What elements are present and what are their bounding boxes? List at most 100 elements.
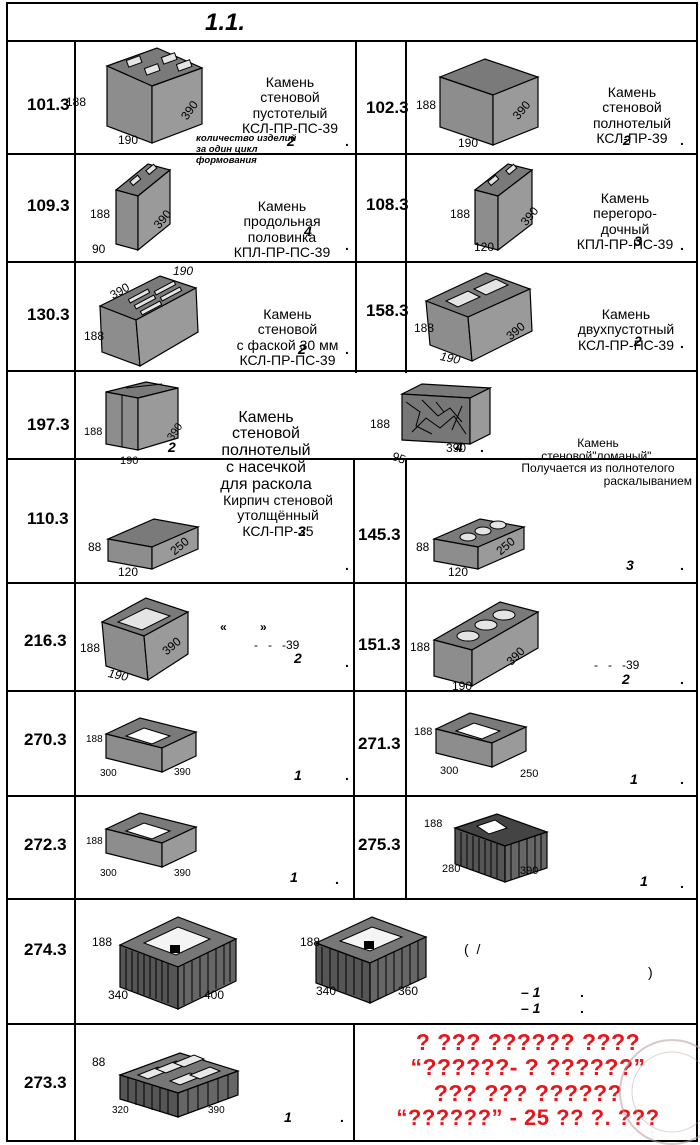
quantity-per-cycle: 2	[168, 439, 176, 455]
dim-height: 188	[84, 426, 103, 438]
dim-height: 188	[90, 207, 111, 221]
block-three-hollow-drawing	[432, 601, 540, 688]
quantity-per-cycle: 2	[287, 133, 295, 149]
dim-height: 188	[92, 935, 113, 949]
dim-length: 390	[446, 441, 467, 455]
quantity-per-cycle: 2	[623, 132, 631, 148]
dot: .	[680, 671, 684, 687]
dim-height: 188	[424, 818, 443, 830]
dot: .	[680, 335, 684, 351]
dim-width: 300	[100, 768, 117, 779]
dim-width: 120	[118, 565, 139, 579]
product-name-quoted: « »	[220, 620, 267, 634]
quantity-per-cycle: 1	[640, 873, 648, 889]
dim-height: 188	[414, 726, 433, 738]
dot: .	[340, 1109, 344, 1125]
dim-height: 88	[92, 1055, 106, 1069]
dim-length: 390	[520, 865, 539, 877]
dot: .	[680, 237, 684, 253]
dot: .	[680, 557, 684, 573]
quantity-per-cycle: 2	[622, 671, 630, 687]
dim-height: 188	[300, 935, 321, 949]
half-divider	[355, 40, 357, 373]
product-code: 102.3	[366, 98, 409, 117]
half-divider	[353, 1023, 355, 1142]
code-column-divider	[74, 370, 76, 460]
product-name-code: - - -39	[594, 658, 640, 672]
quantity-per-cycle: 1	[294, 767, 302, 783]
dim-width: 90	[92, 242, 106, 256]
u-block-drawing	[104, 717, 198, 773]
u-block-drawing	[434, 712, 528, 768]
block-notched-drawing	[105, 381, 179, 451]
block-two-hollow-drawing	[424, 272, 533, 362]
dot: .	[345, 767, 349, 783]
quantity-per-cycle: 1	[290, 869, 298, 885]
brick-thick-drawing	[105, 518, 201, 570]
paren-close: )	[648, 964, 653, 980]
product-code: 130.3	[27, 305, 70, 324]
block-lintel-drawing	[100, 597, 190, 682]
dim-length: 390	[174, 868, 191, 879]
round-seal	[619, 1039, 700, 1145]
dim-height: 88	[416, 540, 430, 554]
corrugated-block-drawing	[453, 813, 549, 883]
row-divider	[6, 261, 698, 263]
dot: .	[480, 439, 484, 455]
paren-open: ( /	[464, 941, 481, 957]
row-divider	[6, 795, 698, 797]
dim-width: 190	[458, 136, 479, 150]
dim-height: 188	[450, 207, 471, 221]
product-code: 216.3	[24, 631, 67, 650]
u-block-drawing	[104, 812, 198, 868]
quantity-per-cycle: 1	[284, 1109, 292, 1125]
product-name-code: - - -39	[254, 638, 300, 652]
product-code: 145.3	[358, 525, 401, 544]
dim-length: 250	[520, 768, 539, 780]
quantity-per-cycle: – 1	[521, 1000, 541, 1016]
product-code: 108.3	[366, 195, 409, 214]
block-solid-drawing	[438, 58, 540, 146]
dim-height: 188	[86, 836, 103, 847]
brick-holed-drawing	[431, 518, 527, 570]
dim-height: 188	[84, 329, 105, 343]
dot: .	[345, 237, 349, 253]
quantity-per-cycle: 1	[630, 771, 638, 787]
dim-width: 300	[100, 868, 117, 879]
quantity-per-cycle: 2	[634, 333, 642, 349]
code-column-divider	[74, 458, 76, 1025]
product-code: 275.3	[358, 835, 401, 854]
block-chamfer-drawing	[98, 275, 199, 367]
dot: .	[680, 771, 684, 787]
dot: .	[345, 557, 349, 573]
product-code: 109.3	[27, 196, 70, 215]
dim-length: 390	[208, 1105, 225, 1116]
paving-block-drawing	[118, 1052, 240, 1118]
dim-height: 188	[370, 417, 391, 431]
product-code: 270.3	[24, 730, 67, 749]
product-code: 110.3	[27, 509, 69, 528]
dot: .	[580, 1000, 584, 1016]
product-code: 197.3	[27, 415, 70, 434]
dim-width: 300	[440, 765, 459, 777]
dot: .	[580, 984, 584, 1000]
dim-length: 360	[398, 984, 419, 998]
dim-width: 340	[108, 988, 129, 1002]
quantity-per-cycle: 4	[304, 223, 312, 239]
dim-width: 120	[448, 565, 469, 579]
dim-length: 400	[204, 988, 225, 1002]
dim-length: 390	[174, 767, 191, 778]
dim-height: 188	[414, 321, 435, 335]
product-code: 273.3	[24, 1073, 67, 1092]
quantity-per-cycle: 3	[626, 557, 634, 573]
quantity-per-cycle: – 1	[521, 984, 541, 1000]
dim-width: 190	[118, 133, 139, 147]
